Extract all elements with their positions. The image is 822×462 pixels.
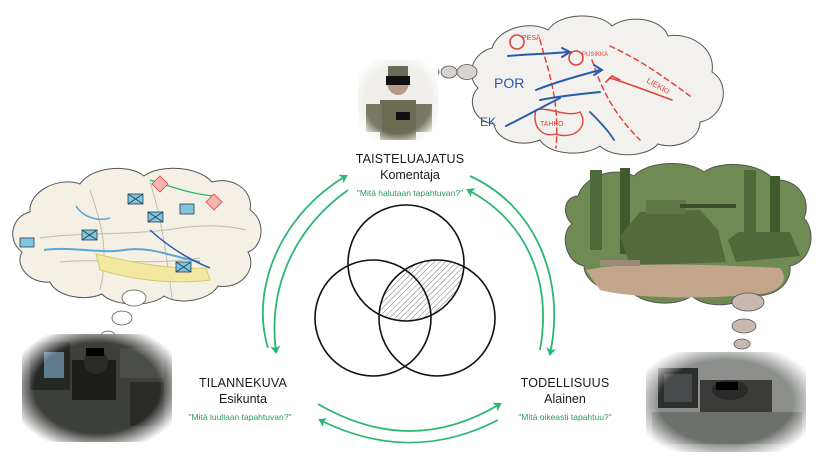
map-cloud (12, 167, 262, 305)
sketch-label: PESÄ (522, 34, 541, 42)
soldier-photo (646, 352, 806, 452)
whiteboard-cloud: PESÄ PUSIKKA POR LIEKKI TAHKO EK (471, 15, 724, 156)
node-title: TAISTELUAJATUS (355, 152, 465, 166)
venn-circle-left (314, 259, 432, 377)
node-question: "Mitä luullaan tapahtuvan?" (188, 412, 292, 422)
sketch-label: EK (480, 115, 496, 129)
node-question: "Mitä oikeasti tapahtuu?" (518, 412, 612, 422)
whiteboard-labels: PESÄ PUSIKKA POR LIEKKI TAHKO EK (480, 34, 671, 129)
venn-circle-top (347, 204, 465, 322)
officer-photo (358, 60, 438, 140)
sketch-label: TAHKO (540, 121, 564, 128)
node-taisteluajatus: TAISTELUAJATUS Komentaja "Mitä halutaan … (330, 151, 490, 200)
node-subtitle: Komentaja (380, 168, 440, 182)
sketch-label: PUSIKKA (582, 52, 608, 58)
node-subtitle: Alainen (544, 392, 586, 406)
node-title: TILANNEKUVA (198, 376, 288, 390)
cycle-arrows (261, 174, 557, 444)
node-todellisuus: TODELLISUUS Alainen "Mitä oikeasti tapah… (500, 375, 630, 424)
staff-photo (22, 334, 172, 442)
thought-bubbles-right (731, 292, 765, 362)
map-unit-markers (19, 175, 223, 273)
node-question: "Mitä halutaan tapahtuvan?" (356, 188, 464, 198)
whiteboard-sketch (505, 34, 691, 149)
node-title: TODELLISUUS (520, 376, 610, 390)
venn-circle-right (378, 259, 496, 377)
node-tilannekuva: TILANNEKUVA Esikunta "Mitä luullaan tapa… (168, 375, 318, 424)
venn-diagram (314, 204, 496, 377)
armored-vehicle-photo (564, 163, 812, 306)
node-subtitle: Esikunta (219, 392, 267, 406)
sketch-label: POR (494, 75, 524, 91)
